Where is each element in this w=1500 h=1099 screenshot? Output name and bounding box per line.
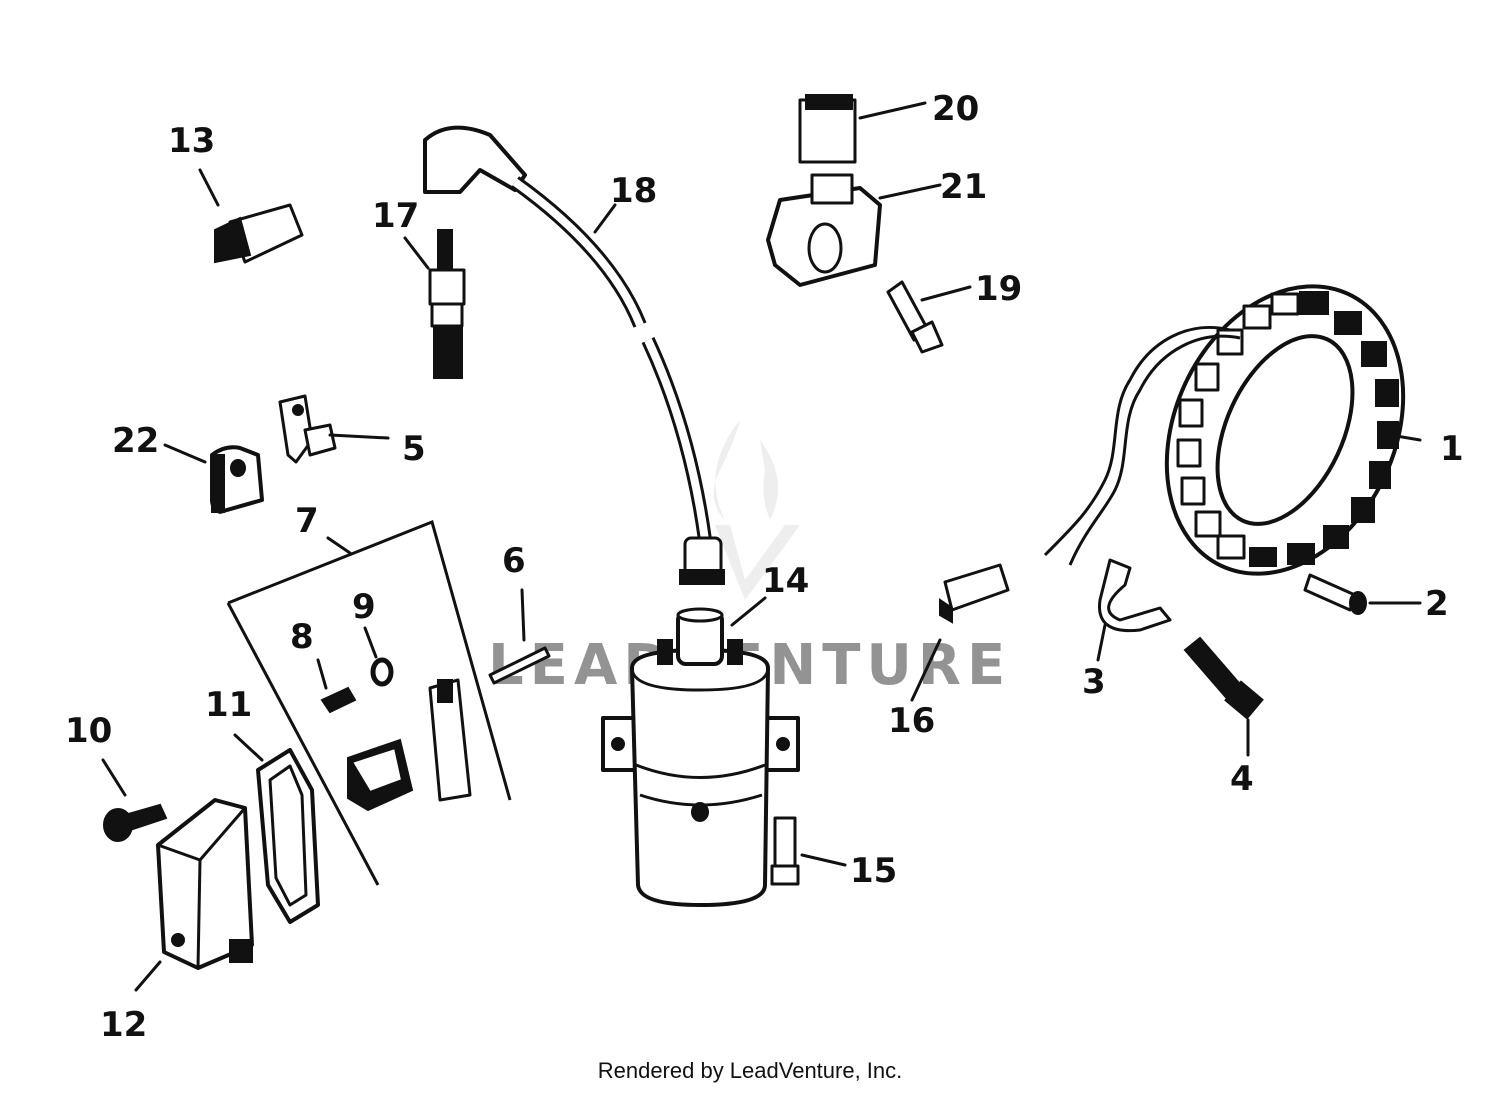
callout-18: 18 — [610, 171, 657, 211]
part-pin-6 — [488, 646, 551, 685]
callout-1: 1 — [1440, 429, 1464, 469]
leader-5 — [328, 433, 390, 440]
leader-9 — [363, 626, 378, 659]
part-clamp — [1098, 558, 1172, 633]
leader-3 — [1096, 623, 1107, 662]
callout-16: 16 — [888, 701, 935, 741]
leader-19 — [920, 285, 972, 302]
leader-12 — [134, 960, 162, 992]
part-bolt-19 — [886, 280, 944, 354]
callout-20: 20 — [932, 89, 979, 129]
callout-5: 5 — [402, 429, 426, 469]
callout-6: 6 — [502, 541, 526, 581]
leader-21 — [878, 183, 942, 200]
leader-14 — [730, 596, 767, 627]
part-ignition-lead — [423, 125, 725, 585]
callout-10: 10 — [65, 711, 112, 751]
part-breaker-kit — [226, 519, 512, 886]
callout-9: 9 — [352, 587, 376, 627]
callout-22: 22 — [112, 421, 159, 461]
footer-credit: Rendered by LeadVenture, Inc. — [597, 1058, 903, 1083]
callout-19: 19 — [975, 269, 1022, 309]
leader-10 — [101, 758, 127, 797]
part-stator — [1043, 284, 1406, 576]
leader-6 — [520, 588, 526, 642]
leader-18 — [593, 203, 617, 234]
leader-15 — [800, 853, 847, 867]
callout-11: 11 — [205, 685, 252, 725]
leader-20 — [858, 101, 927, 120]
leader-7 — [326, 536, 352, 555]
callout-4: 4 — [1230, 759, 1254, 799]
part-gasket — [256, 748, 320, 924]
leader-22 — [163, 443, 207, 464]
leader-8 — [316, 658, 328, 690]
part-connector-16 — [939, 563, 1010, 624]
callout-17: 17 — [372, 196, 419, 236]
callout-8: 8 — [290, 617, 314, 657]
callout-15: 15 — [850, 851, 897, 891]
part-socket-21 — [766, 173, 882, 287]
leader-11 — [233, 733, 264, 762]
part-bracket-5 — [278, 394, 337, 464]
leader-1 — [1388, 433, 1422, 442]
callout-12: 12 — [100, 1005, 147, 1045]
part-bolt-15 — [770, 816, 800, 886]
leader-17 — [403, 236, 430, 270]
part-screw-2 — [1303, 573, 1367, 615]
part-washer-9 — [370, 657, 394, 687]
part-screw-8 — [320, 686, 357, 714]
callout-21: 21 — [940, 167, 987, 207]
leader-13 — [198, 168, 220, 207]
part-screw-10 — [103, 803, 168, 842]
part-spark-plug — [428, 229, 466, 379]
part-block-22 — [210, 445, 264, 514]
part-bolt-4 — [1183, 636, 1264, 720]
callout-14: 14 — [762, 561, 809, 601]
callout-2: 2 — [1425, 584, 1449, 624]
part-plug-20 — [798, 94, 857, 164]
part-condenser — [214, 203, 304, 264]
callout-7: 7 — [295, 501, 319, 541]
leader-16 — [910, 638, 942, 702]
callout-13: 13 — [168, 121, 215, 161]
part-cover — [156, 798, 254, 970]
part-ignition-coil — [601, 607, 800, 907]
callout-3: 3 — [1082, 662, 1106, 702]
